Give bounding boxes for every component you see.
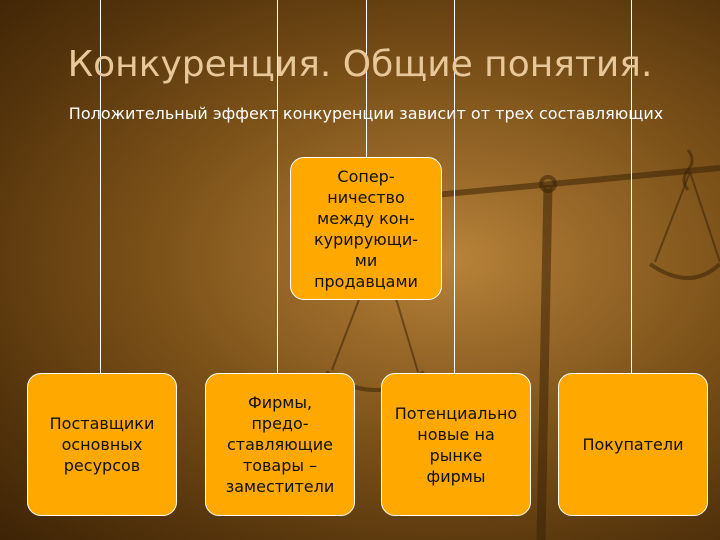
- center-node-rivalry: Сопер- ничество между кон- курирующи- ми…: [290, 157, 442, 300]
- slide-title: Конкуренция. Общие понятия.: [67, 44, 653, 85]
- connector-line: [100, 0, 101, 373]
- slide-subtitle: Положительный эффект конкуренции зависит…: [68, 104, 664, 123]
- node-buyers: Покупатели: [558, 373, 708, 516]
- connector-line: [631, 0, 632, 373]
- node-potential-entrants: Потенциально новые на рынке фирмы: [381, 373, 531, 516]
- node-substitute-firms: Фирмы, предо- ставляющие товары – замест…: [205, 373, 355, 516]
- connector-line: [277, 0, 278, 373]
- node-suppliers: Поставщики основных ресурсов: [27, 373, 177, 516]
- connector-line: [454, 0, 455, 373]
- connector-line: [366, 0, 367, 158]
